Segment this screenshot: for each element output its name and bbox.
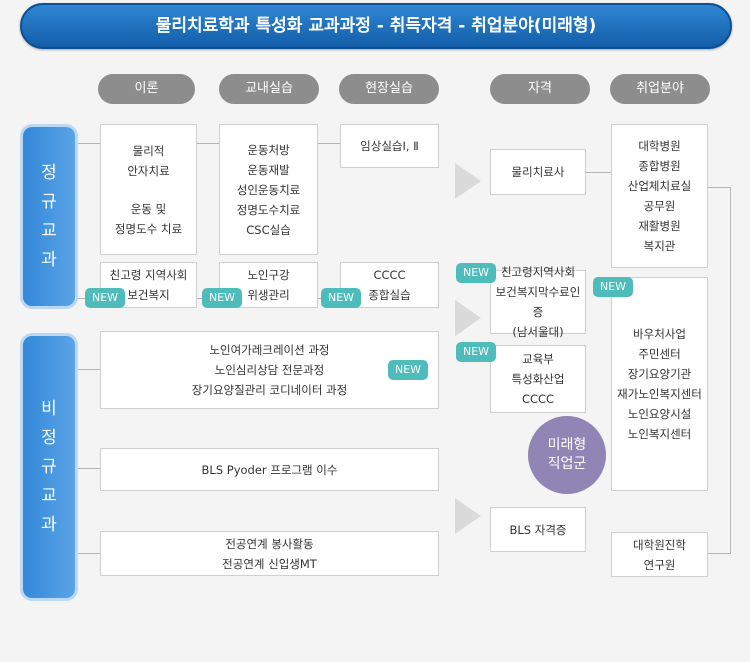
- connector-line: [197, 143, 219, 144]
- box-line: CSC실습: [246, 222, 291, 237]
- connector-line: [78, 143, 100, 144]
- field-box-cccc: CCCC 종합실습: [340, 262, 439, 308]
- box-line: 연구원: [643, 557, 676, 572]
- box-line: 전공연계 봉사활동: [225, 536, 314, 551]
- campus-box-exercise: 운동처방 운동재발 성인운동치료 정명도수치료 CSC실습: [219, 124, 318, 255]
- cert-box-community-health-cert: 친고령지역사회 보건복지막수료인증 (남서울대): [490, 265, 586, 339]
- arrow-right-icon: [455, 163, 481, 199]
- box-line: 노인복지센터: [627, 427, 692, 441]
- box-line: 운동재발: [247, 162, 290, 177]
- box-line: 주민센터: [638, 347, 681, 361]
- box-line: 노인구강: [247, 268, 290, 282]
- box-line: 노인여가레크레이션 과정: [209, 343, 330, 357]
- page-title: 물리치료학과 특성화 교과과정 - 취득자격 - 취업분야(미래형): [20, 3, 732, 49]
- box-line: 종합실습: [368, 288, 411, 302]
- connector-line: [78, 369, 100, 370]
- cert-box-industry-cccc: 교육부 특성화산업 CCCC: [490, 345, 586, 413]
- header-field-practice: 현장실습: [339, 74, 439, 104]
- box-line: 장기요양기관: [627, 367, 692, 381]
- box-line: 보건복지막수료인증: [495, 285, 581, 319]
- box-line: 대학병원: [638, 139, 681, 153]
- box-line: 노인심리상담 전문과정: [214, 363, 325, 377]
- box-line: 종합병원: [638, 159, 681, 173]
- box-line: 대학원진학: [633, 537, 686, 552]
- box-line: (남서울대): [512, 325, 564, 339]
- connector-line: [708, 187, 730, 188]
- field-box-clinical: 임상실습Ⅰ, Ⅱ: [340, 124, 439, 168]
- new-badge: NEW: [321, 288, 361, 308]
- career-box-hospitals: 대학병원 종합병원 산업체치료실 공무원 재활병원 복지관: [611, 124, 708, 268]
- connector-line: [730, 187, 731, 554]
- side-label-regular: 정규교과: [20, 124, 78, 309]
- box-line: 특성화산업: [511, 372, 565, 386]
- nonregular-box-bls-program: BLS Pyoder 프로그램 이수: [100, 448, 439, 491]
- connector-line: [708, 553, 730, 554]
- connector-line: [78, 553, 100, 554]
- new-badge: NEW: [593, 277, 633, 297]
- box-line: CCCC: [521, 392, 555, 406]
- box-line: 산업체치료실: [627, 179, 692, 193]
- box-line: 운동 및: [130, 201, 167, 216]
- new-badge: NEW: [388, 360, 428, 380]
- header-certification: 자격: [490, 74, 590, 104]
- box-line: 친고령 지역사회: [109, 268, 188, 282]
- box-line: 재가노인복지센터: [617, 387, 702, 401]
- header-career: 취업분야: [610, 74, 710, 104]
- box-line: 물리적: [132, 143, 165, 158]
- box-line: 정명도수치료: [236, 202, 301, 217]
- box-line: 정명도수 치료: [114, 221, 183, 236]
- box-line: 바우처사업: [633, 327, 686, 341]
- box-line: 위생관리: [247, 288, 290, 302]
- box-line: 안자치료: [127, 163, 170, 178]
- cert-box-bls: BLS 자격증: [490, 507, 586, 552]
- box-line: 임상실습Ⅰ, Ⅱ: [360, 139, 419, 153]
- box-line: BLS 자격증: [509, 522, 567, 537]
- career-box-welfare: 바우처사업 주민센터 장기요양기관 재가노인복지센터 노인요양시설 노인복지센터: [611, 277, 708, 491]
- header-campus-practice: 교내실습: [219, 74, 319, 104]
- box-line: 노인요양시설: [627, 407, 692, 421]
- side-label-nonregular: 비정규교과: [20, 333, 78, 601]
- header-theory: 이론: [98, 74, 195, 104]
- box-line: CCCC: [373, 268, 406, 282]
- box-line: 재활병원: [638, 219, 681, 233]
- nonregular-box-volunteer: 전공연계 봉사활동 전공연계 신입생MT: [100, 531, 439, 576]
- box-line: 교육부: [522, 352, 554, 366]
- new-badge: NEW: [456, 342, 496, 362]
- box-line: 보건복지: [127, 288, 170, 302]
- cert-box-physical-therapist: 물리치료사: [490, 149, 586, 195]
- new-badge: NEW: [456, 263, 496, 283]
- box-line: 친고령지역사회: [500, 265, 576, 279]
- circle-line: 미래형: [547, 437, 587, 453]
- future-careers-circle: 미래형 직업군: [528, 416, 606, 494]
- box-line: 공무원: [643, 199, 676, 213]
- arrow-right-icon: [455, 498, 481, 534]
- connector-line: [586, 172, 611, 173]
- box-line: 성인운동치료: [236, 182, 301, 197]
- new-badge: NEW: [202, 288, 242, 308]
- box-line: 물리치료사: [511, 165, 565, 179]
- theory-box-physical-therapy: 물리적 안자치료 운동 및 정명도수 치료: [100, 124, 197, 255]
- nonregular-box-elderly-programs: 노인여가레크레이션 과정 노인심리상담 전문과정 장기요양질관리 코디네이터 과…: [100, 331, 439, 409]
- box-line: 전공연계 신입생MT: [222, 556, 317, 571]
- arrow-right-icon: [455, 300, 481, 336]
- connector-line: [78, 468, 100, 469]
- box-line: 장기요양질관리 코디네이터 과정: [191, 383, 348, 397]
- box-line: BLS Pyoder 프로그램 이수: [201, 462, 338, 477]
- career-box-graduate: 대학원진학 연구원: [611, 532, 708, 577]
- circle-line: 직업군: [547, 456, 587, 472]
- new-badge: NEW: [85, 288, 125, 308]
- connector-line: [318, 143, 340, 144]
- box-line: 복지관: [643, 239, 676, 253]
- box-line: 운동처방: [247, 142, 290, 157]
- campus-box-oral-hygiene: 노인구강 위생관리: [219, 262, 318, 308]
